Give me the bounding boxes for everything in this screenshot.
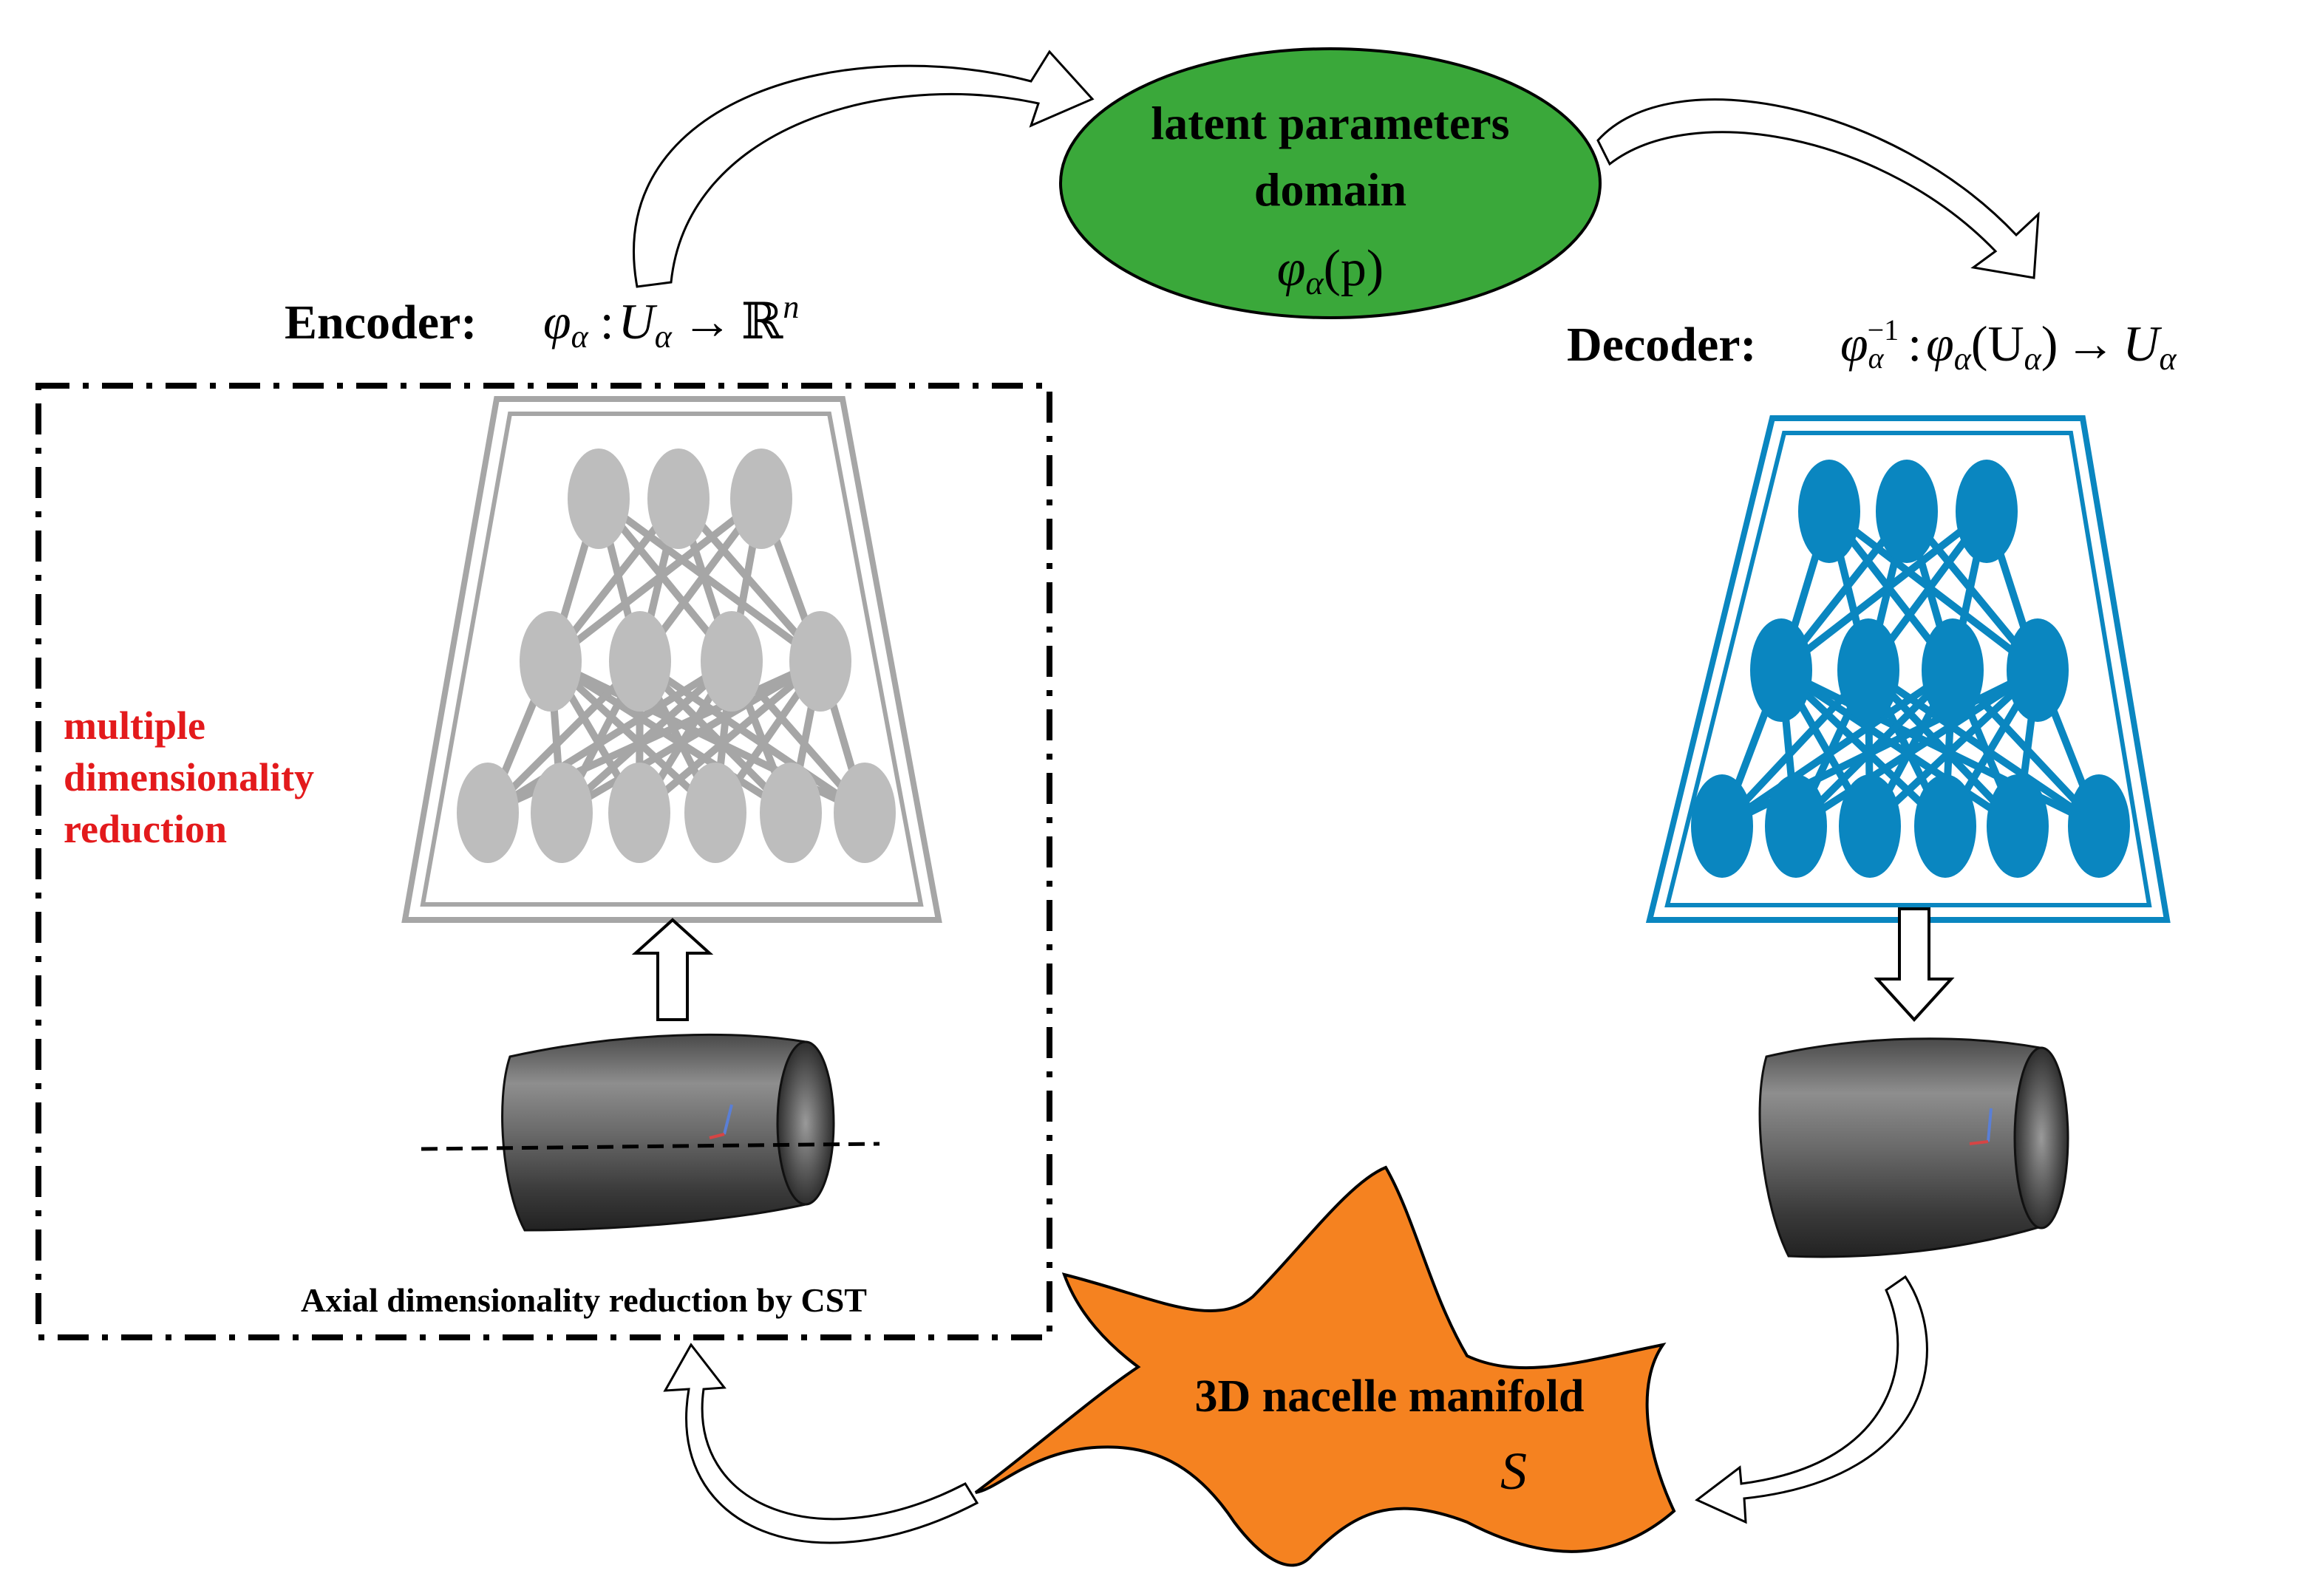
encoder-frame-inner <box>420 412 924 907</box>
decoder-down-arrow <box>1874 907 1955 1022</box>
flow-arrow-decoder-to-manifold <box>1695 1275 1928 1524</box>
decoder-node-layer-3 <box>1987 774 2049 878</box>
axis-triad <box>723 1104 733 1135</box>
encoder-edge <box>548 658 718 816</box>
encoder-node-layer-2 <box>701 611 763 712</box>
encoder-node-layer-3 <box>608 763 670 863</box>
encoder-title: Encoder: <box>285 296 477 349</box>
encoder-frame-outer <box>401 396 942 923</box>
encoder-node-layer-1 <box>730 449 792 549</box>
encoder-dimensionality-box <box>35 383 1052 1340</box>
decoder-node-layer-3 <box>2068 774 2130 878</box>
decoder-node-layer-2 <box>2007 618 2069 722</box>
latent-domain-formula: φα(p) <box>1277 240 1384 301</box>
decoder-node-layer-3 <box>1765 774 1827 878</box>
decoder-node-layer-1 <box>1798 460 1860 563</box>
encoder-edge <box>596 495 823 665</box>
encoder-edge <box>548 658 793 816</box>
note-line-1: multiple <box>64 703 205 748</box>
axis-dashed-line <box>421 1142 880 1151</box>
latent-domain-line1: latent parameters <box>1151 97 1509 149</box>
decoder-node-layer-1 <box>1956 460 2018 563</box>
decoder-nodes <box>1691 460 2130 878</box>
flow-arrow-encoder-to-latent <box>633 50 1095 288</box>
box-caption: Axial dimensionality reduction by CST <box>301 1281 867 1319</box>
decoder-frame-outer <box>1645 415 2171 923</box>
decoder-node-layer-1 <box>1876 460 1938 563</box>
decoder-network <box>1645 415 2171 923</box>
encoder-node-layer-3 <box>684 763 746 863</box>
encoder-edge <box>559 658 823 816</box>
decoder-node-layer-3 <box>1839 774 1901 878</box>
decoder-node-layer-3 <box>1914 774 1976 878</box>
decoder-label: Decoder: φα−1:φα(Uα)→Uα <box>1567 313 2177 377</box>
latent-domain-line2: domain <box>1254 163 1406 216</box>
decoder-node-layer-2 <box>1922 618 1984 722</box>
dimensionality-note: multiple dimensionality reduction <box>64 703 314 851</box>
note-line-2: dimensionality <box>64 755 314 799</box>
encoder-node-layer-3 <box>457 763 519 863</box>
decoder-node-layer-2 <box>1750 618 1812 722</box>
decoder-nacelle-image <box>1758 1037 2069 1258</box>
encoder-node-layer-1 <box>647 449 710 549</box>
decoder-edge <box>1867 667 2041 829</box>
manifold-shape <box>974 1165 1676 1567</box>
encoder-nacelle-image <box>421 1033 880 1232</box>
decoder-frame-inner <box>1664 431 2152 907</box>
encoder-node-layer-3 <box>834 763 896 863</box>
latent-domain-ellipse <box>1059 47 1602 319</box>
encoder-node-layer-2 <box>609 611 671 712</box>
encoder-formula: φα:Uα→ℝn <box>543 289 799 355</box>
flow-arrow-manifold-to-encoder <box>663 1343 979 1544</box>
encoder-edge <box>638 658 867 816</box>
decoder-edge <box>1794 666 2040 830</box>
decoder-edge <box>1779 666 2020 830</box>
encoder-node-layer-2 <box>520 611 582 712</box>
encoder-nodes <box>457 449 896 863</box>
encoder-label: Encoder: φα:Uα→ℝn <box>285 289 799 355</box>
decoder-edge <box>1720 666 1955 830</box>
decoder-title: Decoder: <box>1567 318 1757 372</box>
decoder-node-layer-2 <box>1837 618 1899 722</box>
encoder-edge <box>548 496 764 664</box>
encoder-node-layer-3 <box>760 763 822 863</box>
encoder-up-arrow <box>631 918 714 1021</box>
manifold-symbol: S <box>1500 1442 1527 1501</box>
manifold-title: 3D nacelle manifold <box>1195 1371 1585 1422</box>
encoder-node-layer-2 <box>789 611 851 712</box>
decoder-edge <box>1778 508 1990 673</box>
encoder-node-layer-1 <box>568 449 630 549</box>
nacelle-manifold: 3D nacelle manifold S <box>974 1165 1676 1567</box>
decoder-node-layer-3 <box>1691 774 1753 878</box>
note-line-3: reduction <box>64 807 227 851</box>
latent-domain-node: latent parameters domain φα(p) <box>1059 47 1602 319</box>
decoder-formula: φα−1:φα(Uα)→Uα <box>1840 313 2177 377</box>
encoder-edge <box>636 658 823 816</box>
flow-arrow-latent-to-decoder <box>1596 98 2040 279</box>
encoder-edge <box>486 658 734 816</box>
encoder-node-layer-3 <box>531 763 593 863</box>
encoder-network <box>401 396 942 923</box>
decoder-edge <box>1778 667 1948 829</box>
